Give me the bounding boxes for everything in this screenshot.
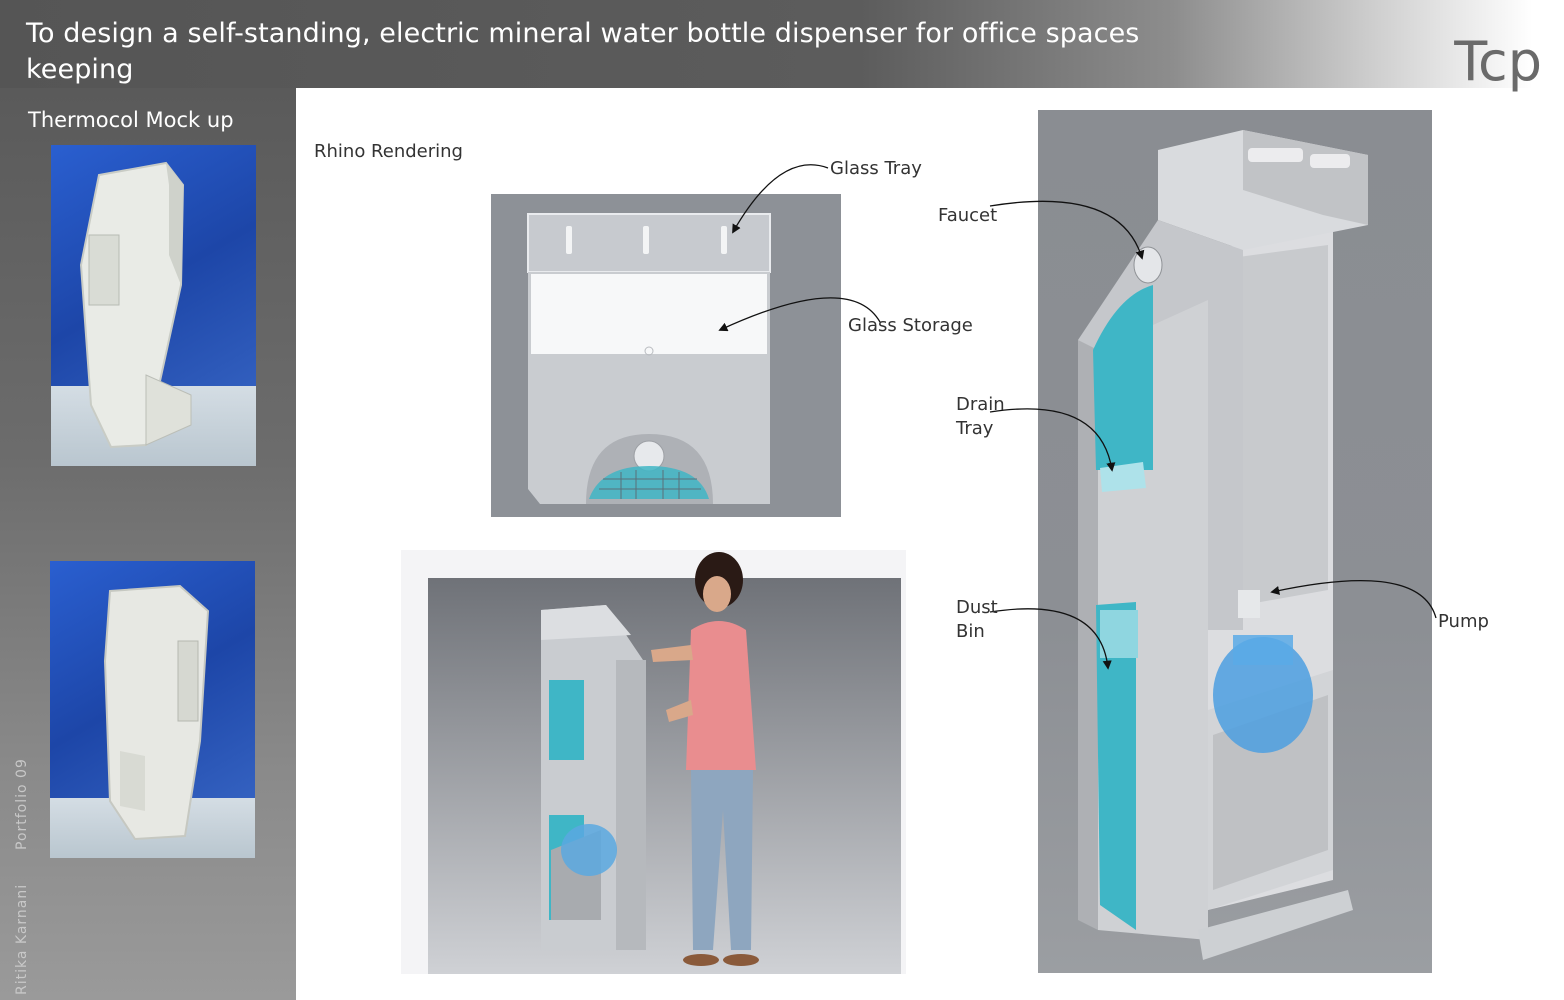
callout-drain-tray-line1: Drain [956, 394, 1005, 415]
scale-render-illustration [428, 552, 901, 974]
callout-faucet: Faucet [938, 205, 998, 226]
title-line-1: To design a self-standing, electric mine… [26, 18, 1140, 85]
callout-dust-bin-line1: Dust [956, 597, 998, 618]
author-name-label: Ritika Karnani [14, 883, 30, 995]
mockup-2-illustration [103, 584, 210, 841]
front-view-illustration [527, 213, 771, 504]
section-label-rhino-rendering: Rhino Rendering [314, 141, 463, 162]
callout-glass-tray: Glass Tray [830, 158, 922, 179]
brand-logo-text: Tcp [1454, 30, 1542, 93]
thermocol-mockup-photo-1 [51, 145, 256, 466]
header-banner: To design a self-standing, electric mine… [0, 0, 1564, 121]
callout-drain-tray-line2: Tray [956, 418, 994, 439]
callout-glass-storage: Glass Storage [848, 315, 973, 336]
portfolio-number-label: Portfolio 09 [14, 758, 30, 850]
scale-render-with-person [401, 550, 906, 974]
front-view-render [491, 194, 841, 517]
callout-dust-bin-line2: Bin [956, 621, 985, 642]
mockup-1-illustration [79, 161, 192, 449]
isometric-render [1038, 110, 1432, 973]
callout-pump: Pump [1438, 611, 1489, 632]
isometric-render-illustration [1078, 130, 1368, 960]
sidebar-title: Thermocol Mock up [28, 108, 234, 132]
thermocol-mockup-photo-2 [50, 561, 255, 858]
